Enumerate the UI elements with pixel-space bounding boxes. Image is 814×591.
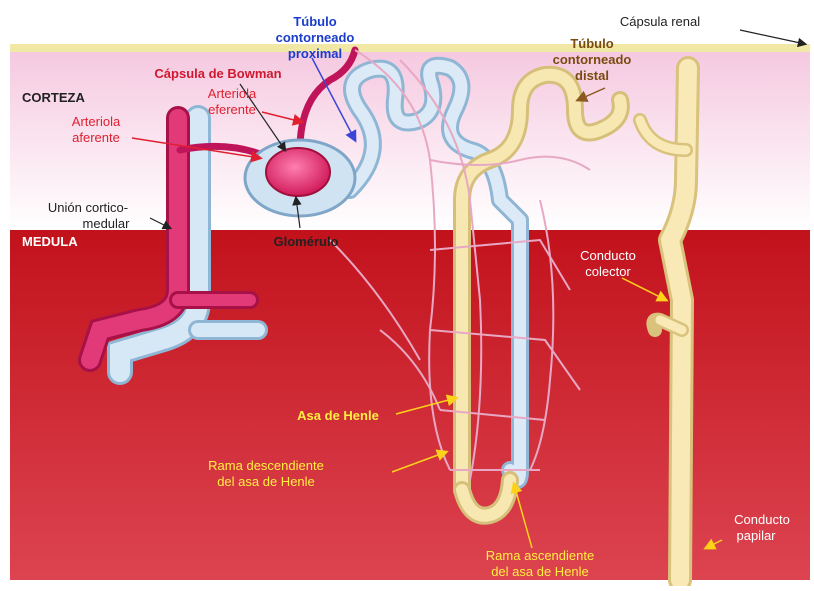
label-tubulo-proximal-1: Túbulo — [293, 14, 336, 29]
label-conducto-colector-1: Conducto — [580, 248, 636, 263]
label-union-1: Unión cortico- — [48, 200, 128, 215]
label-arteriola-eferente-1: Arteriola — [208, 86, 257, 101]
label-rama-descendiente-1: Rama descendiente — [208, 458, 324, 473]
label-rama-ascendiente-2: del asa de Henle — [491, 564, 589, 579]
label-glomerulo: Glomérulo — [273, 234, 338, 249]
label-arteriola-aferente-2: aferente — [72, 130, 120, 145]
label-conducto-colector-2: colector — [585, 264, 631, 279]
label-tubulo-distal-3: distal — [575, 68, 609, 83]
label-conducto-papilar-1: Conducto — [734, 512, 790, 527]
label-tubulo-distal-1: Túbulo — [570, 36, 613, 51]
label-tubulo-distal-2: contorneado — [553, 52, 632, 67]
glomerulus — [266, 148, 330, 196]
label-asa-henle: Asa de Henle — [297, 408, 379, 423]
label-tubulo-proximal-3: proximal — [288, 46, 342, 61]
label-medula: MEDULA — [22, 234, 78, 249]
label-rama-ascendiente-1: Rama ascendiente — [486, 548, 594, 563]
label-arteriola-aferente-1: Arteriola — [72, 114, 121, 129]
label-capsula-renal: Cápsula renal — [620, 14, 700, 29]
label-rama-descendiente-2: del asa de Henle — [217, 474, 315, 489]
label-tubulo-proximal-2: contorneado — [276, 30, 355, 45]
label-capsula-bowman: Cápsula de Bowman — [154, 66, 281, 81]
label-union-2: medular — [83, 216, 131, 231]
label-conducto-papilar-2: papilar — [736, 528, 776, 543]
label-corteza: CORTEZA — [22, 90, 85, 105]
label-arteriola-eferente-2: eferente — [208, 102, 256, 117]
renal-capsule-band — [10, 44, 810, 52]
